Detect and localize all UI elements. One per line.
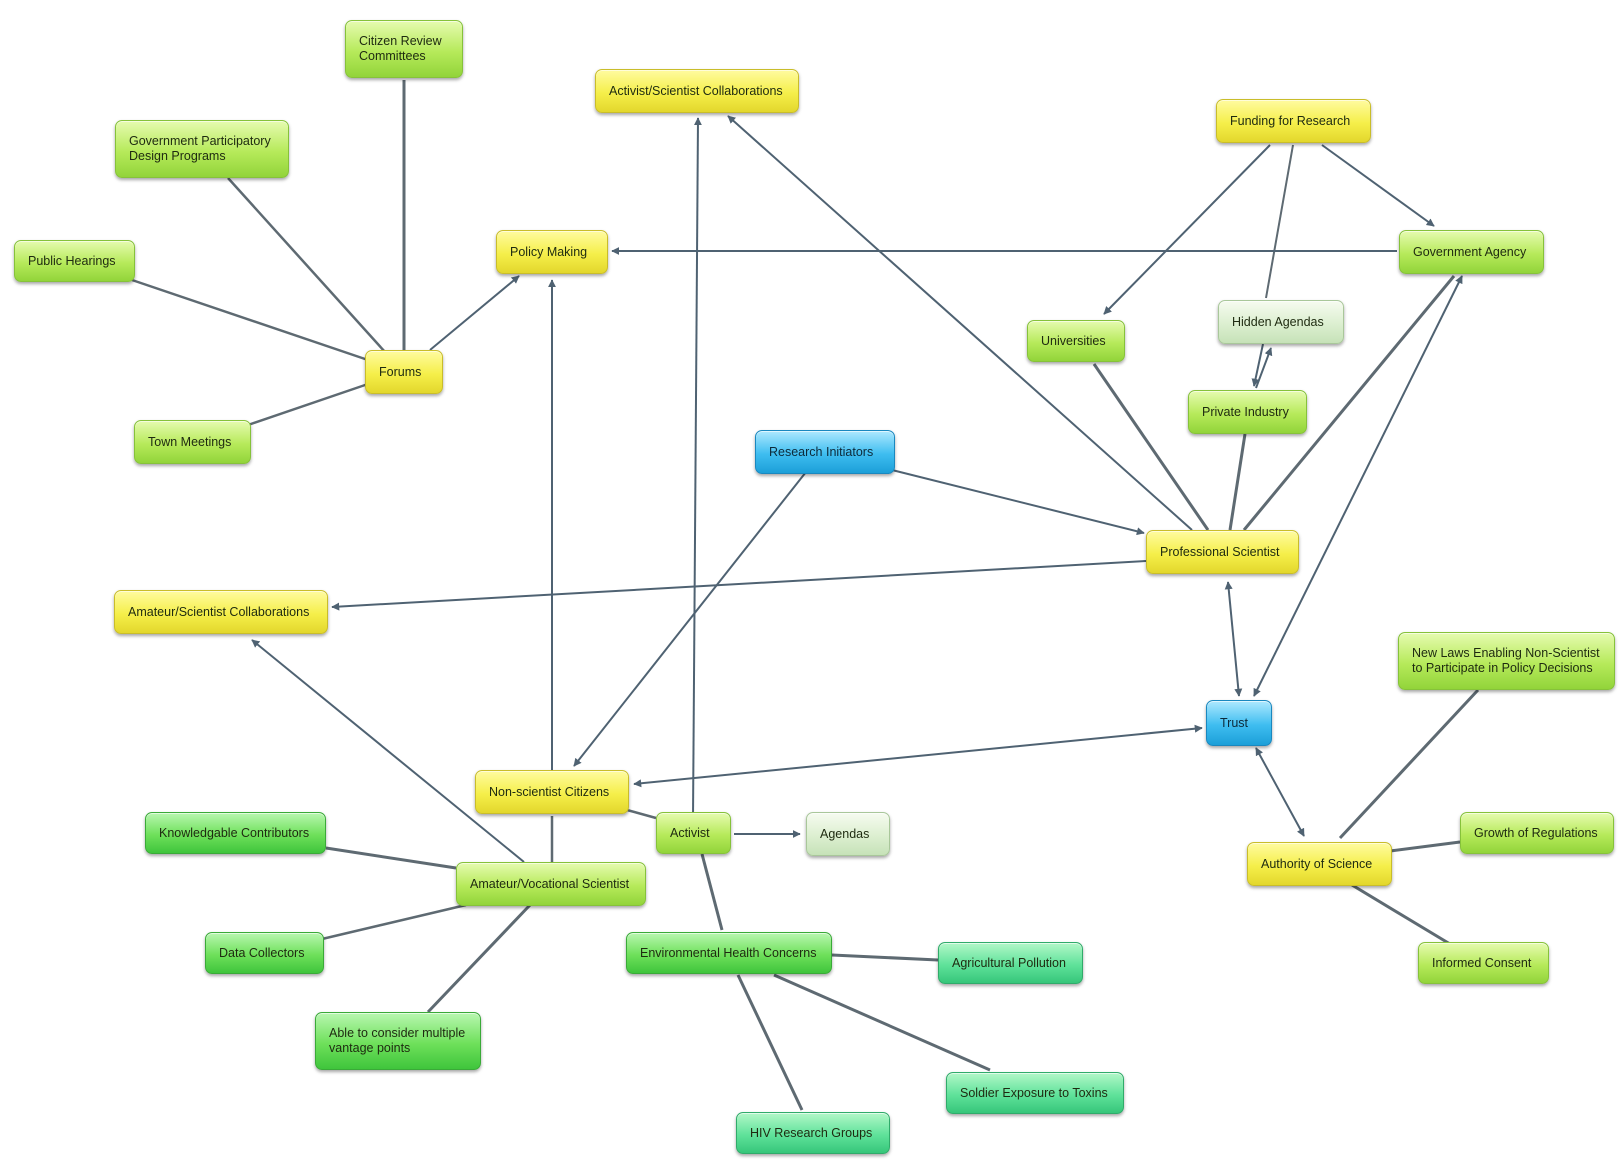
edge-research-professional: [891, 469, 1145, 536]
edge-trust-noncitizens: [633, 724, 1203, 788]
edge-forums-policy: [429, 275, 520, 351]
edge-activist-env-health: [700, 853, 724, 931]
node-agricultural-pollution[interactable]: Agricultural Pollution: [938, 942, 1083, 984]
node-public-hearings[interactable]: Public Hearings: [14, 240, 135, 282]
node-hidden-agendas[interactable]: Hidden Agendas: [1218, 300, 1344, 344]
edge-hidden-private-down: [1251, 343, 1264, 387]
node-non-scientist-citizens[interactable]: Non-scientist Citizens: [475, 770, 629, 814]
edge-amateur-vantage: [426, 903, 532, 1014]
edge-amateur-data-collectors: [321, 903, 467, 941]
edge-professional-amateur-collab: [331, 560, 1147, 611]
edge-forums-gov-participatory: [227, 177, 386, 353]
edge-env-soldier: [773, 973, 991, 1072]
node-policy-making[interactable]: Policy Making: [496, 230, 608, 274]
node-professional-scientist[interactable]: Professional Scientist: [1146, 530, 1299, 574]
edge-authority-growth: [1389, 840, 1461, 853]
node-activist[interactable]: Activist: [656, 812, 731, 854]
edge-amateur-knowledgable: [325, 846, 457, 870]
edge-amateur-amateur-collab: [251, 639, 525, 863]
edge-authority-informed: [1351, 883, 1451, 946]
edge-funding-hidden-agendas: [1265, 144, 1294, 299]
edge-authority-new-laws: [1338, 688, 1480, 840]
node-growth-of-regulations[interactable]: Growth of Regulations: [1460, 812, 1614, 854]
node-citizen-review-committees[interactable]: Citizen Review Committees: [345, 20, 463, 78]
edge-funding-universities: [1103, 144, 1271, 315]
node-private-industry[interactable]: Private Industry: [1188, 390, 1307, 434]
node-able-to-consider-multiple-vantage-points[interactable]: Able to consider multiple vantage points: [315, 1012, 481, 1070]
node-data-collectors[interactable]: Data Collectors: [205, 932, 324, 974]
node-forums[interactable]: Forums: [365, 350, 443, 394]
node-amateur-vocational-scientist[interactable]: Amateur/Vocational Scientist: [456, 862, 646, 906]
edge-professional-private-industry: [1228, 433, 1247, 531]
node-universities[interactable]: Universities: [1027, 320, 1125, 362]
edge-research-noncitizens: [573, 471, 807, 767]
edge-forums-town-meetings: [247, 382, 369, 427]
node-research-initiators[interactable]: Research Initiators: [755, 430, 895, 474]
node-activist-scientist-collaborations[interactable]: Activist/Scientist Collaborations: [595, 69, 799, 113]
edge-env-hiv: [736, 974, 804, 1111]
node-government-participatory-design[interactable]: Government Participatory Design Programs: [115, 120, 289, 178]
node-soldier-exposure-to-toxins[interactable]: Soldier Exposure to Toxins: [946, 1072, 1124, 1114]
node-funding-for-research[interactable]: Funding for Research: [1216, 99, 1371, 143]
node-trust[interactable]: Trust: [1206, 700, 1272, 746]
node-knowledgable-contributors[interactable]: Knowledgable Contributors: [145, 812, 326, 854]
edge-trust-authority: [1255, 747, 1305, 837]
edge-env-agricultural: [831, 953, 939, 962]
edge-professional-universities: [1092, 363, 1210, 531]
edge-professional-activist-collab: [727, 115, 1193, 531]
edge-noncitizens-activist: [626, 808, 657, 820]
edge-funding-gov: [1321, 144, 1435, 227]
edge-professional-trust: [1224, 581, 1243, 697]
edge-activist-activist-collab: [692, 117, 702, 819]
node-amateur-scientist-collaborations[interactable]: Amateur/Scientist Collaborations: [114, 590, 328, 634]
edge-forums-public-hearings: [131, 278, 369, 362]
node-agendas[interactable]: Agendas: [806, 812, 890, 856]
edge-gov-trust: [1253, 275, 1463, 697]
node-town-meetings[interactable]: Town Meetings: [134, 420, 251, 464]
node-new-laws[interactable]: New Laws Enabling Non-Scientist to Parti…: [1398, 632, 1615, 690]
node-environmental-health-concerns[interactable]: Environmental Health Concerns: [626, 932, 832, 974]
node-informed-consent[interactable]: Informed Consent: [1418, 942, 1549, 984]
node-authority-of-science[interactable]: Authority of Science: [1247, 842, 1392, 886]
node-government-agency[interactable]: Government Agency: [1399, 230, 1544, 274]
node-hiv-research-groups[interactable]: HIV Research Groups: [736, 1112, 890, 1154]
